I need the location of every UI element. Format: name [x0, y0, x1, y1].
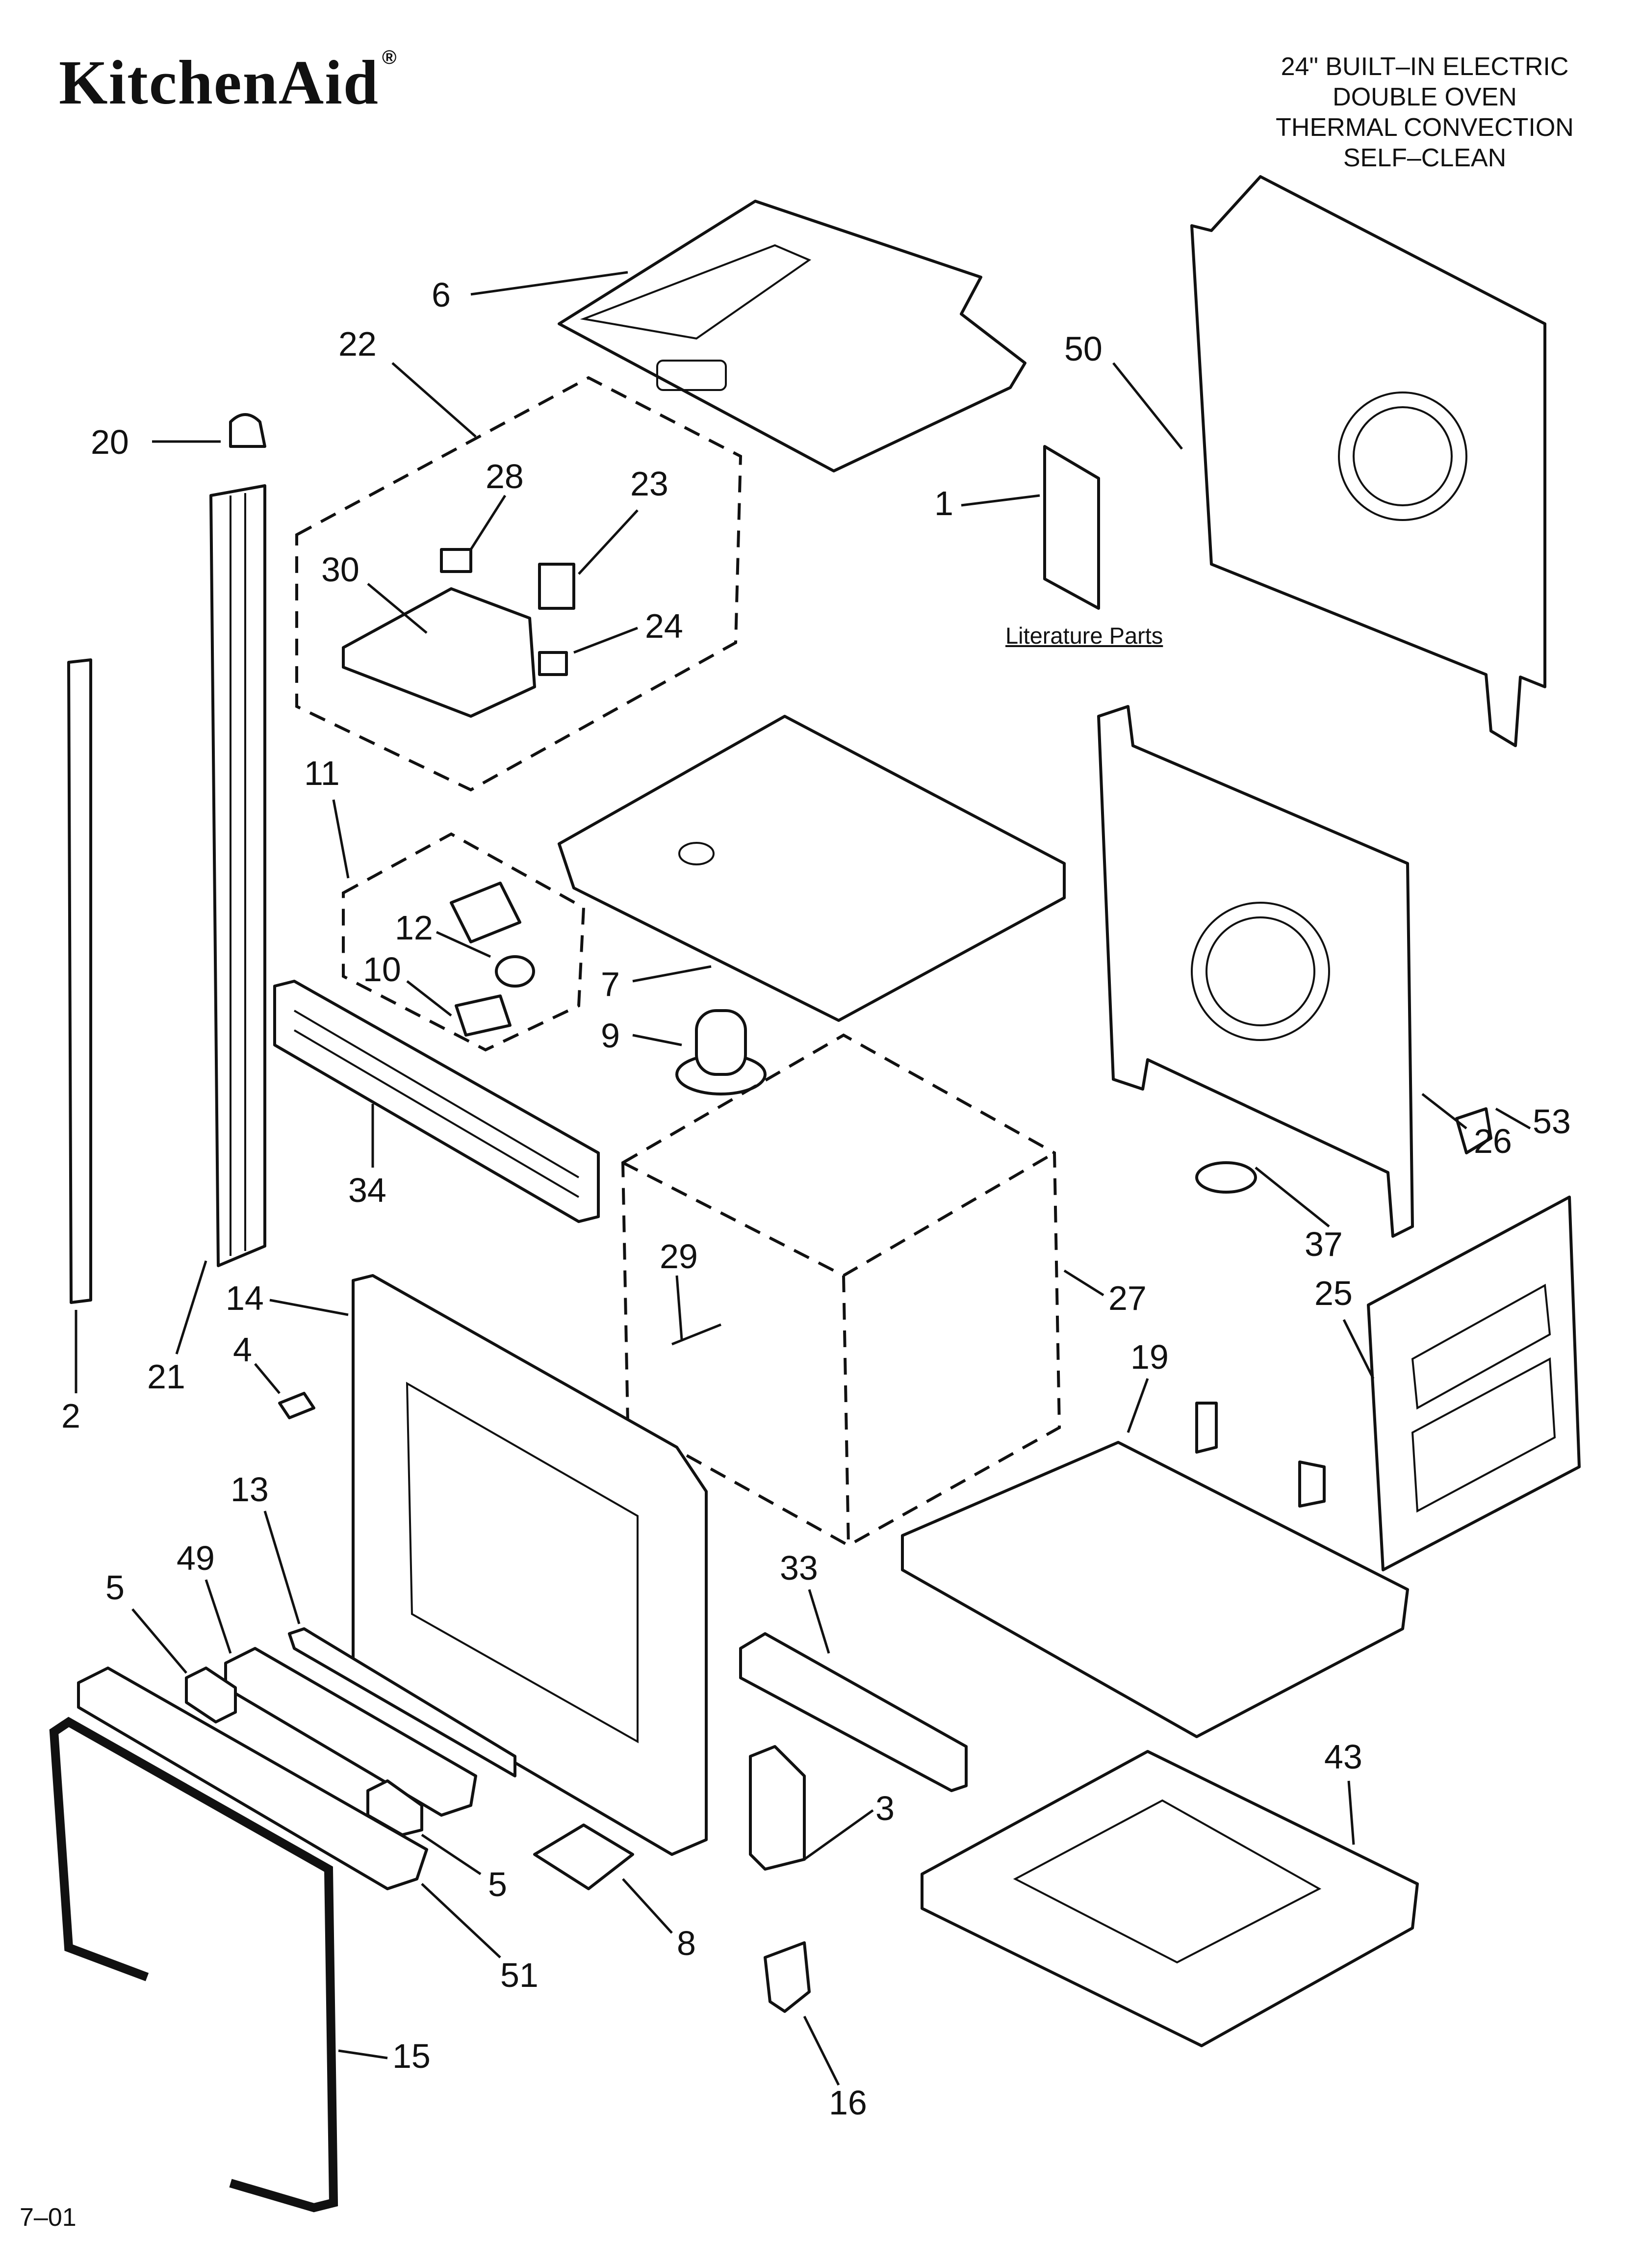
- literature-parts-label: Literature Parts: [1005, 623, 1163, 649]
- callout-5-lower: 5: [488, 1865, 507, 1903]
- callout-10: 10: [363, 950, 401, 989]
- callout-14: 14: [226, 1279, 264, 1317]
- part-25-side-panel: [1367, 1196, 1581, 1571]
- part-8-plate: [533, 1824, 634, 1890]
- callout-20: 20: [91, 423, 129, 461]
- callout-28: 28: [486, 457, 524, 495]
- callout-labels: 6 22 20 28 23 30 24 1 50 11 12 10 7 9 34…: [61, 271, 1571, 2122]
- callout-25: 25: [1314, 1274, 1353, 1312]
- callout-4: 4: [233, 1330, 252, 1369]
- callout-29: 29: [660, 1237, 698, 1276]
- part-15-gasket: [49, 1717, 338, 2213]
- title-line-3: THERMAL CONVECTION: [1276, 113, 1574, 142]
- part-22-assembly-outline: [295, 376, 743, 792]
- part-51-trim: [77, 1667, 428, 1890]
- callout-50: 50: [1064, 330, 1103, 368]
- callout-22: 22: [338, 325, 377, 363]
- callout-49: 49: [177, 1539, 215, 1577]
- callout-2: 2: [61, 1397, 80, 1435]
- title-line-2: DOUBLE OVEN: [1333, 83, 1517, 111]
- part-26-oven-back: [1097, 705, 1414, 1238]
- callout-12: 12: [395, 909, 433, 947]
- title-line-4: SELF–CLEAN: [1343, 144, 1507, 172]
- part-5-block-upper: [185, 1667, 237, 1723]
- callout-30: 30: [321, 550, 359, 589]
- part-19-bottom-shelf: [901, 1402, 1409, 1738]
- callout-9: 9: [601, 1017, 620, 1055]
- part-1-literature: [1043, 445, 1100, 610]
- callout-21: 21: [147, 1357, 185, 1396]
- callout-51: 51: [500, 1956, 539, 1994]
- callout-8: 8: [677, 1924, 696, 1962]
- callout-19: 19: [1130, 1338, 1169, 1376]
- callout-13: 13: [231, 1470, 269, 1509]
- callout-53: 53: [1533, 1102, 1571, 1141]
- callout-37: 37: [1305, 1225, 1343, 1263]
- part-14-front-frame: [352, 1274, 708, 1856]
- part-7-cover-plate: [558, 715, 1066, 1022]
- part-11-light-assembly: [342, 832, 586, 1052]
- part-20-cap: [229, 413, 266, 448]
- part-16-bracket: [764, 1941, 811, 2013]
- callout-7: 7: [601, 965, 620, 1003]
- part-53-clip: [1455, 1107, 1492, 1154]
- callout-27: 27: [1108, 1279, 1147, 1317]
- callout-34: 34: [348, 1171, 386, 1209]
- part-3-bracket: [749, 1745, 806, 1871]
- callout-11: 11: [304, 754, 340, 792]
- callout-15: 15: [392, 2037, 431, 2075]
- title-line-1: 24" BUILT–IN ELECTRIC: [1281, 52, 1569, 81]
- callout-3: 3: [875, 1789, 895, 1827]
- part-43-drip-tray: [921, 1750, 1419, 2047]
- callout-26: 26: [1474, 1122, 1512, 1160]
- callout-33: 33: [780, 1549, 818, 1587]
- callout-24: 24: [645, 607, 683, 645]
- part-21-side-trim: [209, 484, 266, 1267]
- part-37-thermostat: [1195, 1161, 1257, 1194]
- registered-mark: ®: [382, 47, 398, 68]
- part-33-channel: [739, 1632, 968, 1792]
- callout-23: 23: [630, 465, 668, 503]
- part-4-screw: [278, 1392, 315, 1419]
- part-34-vent-grille: [273, 980, 600, 1223]
- footer-code: 7–01: [20, 2203, 77, 2232]
- callout-1: 1: [934, 484, 953, 522]
- part-50-back-panel: [1190, 175, 1546, 747]
- callout-6: 6: [432, 276, 451, 314]
- part-6-top-panel: [558, 200, 1026, 472]
- part-29-sensor: [671, 1323, 721, 1346]
- brand-name: KitchenAid: [59, 48, 379, 117]
- callout-43: 43: [1324, 1738, 1362, 1776]
- part-13-strip: [288, 1627, 516, 1777]
- part-9-blower-motor: [675, 1009, 767, 1095]
- part-2-rod: [67, 658, 92, 1304]
- callout-5-upper: 5: [105, 1568, 125, 1607]
- brand-logo: KitchenAid®: [59, 47, 397, 119]
- callout-16: 16: [829, 2084, 867, 2122]
- model-title: 24" BUILT–IN ELECTRIC DOUBLE OVEN THERMA…: [1211, 52, 1638, 173]
